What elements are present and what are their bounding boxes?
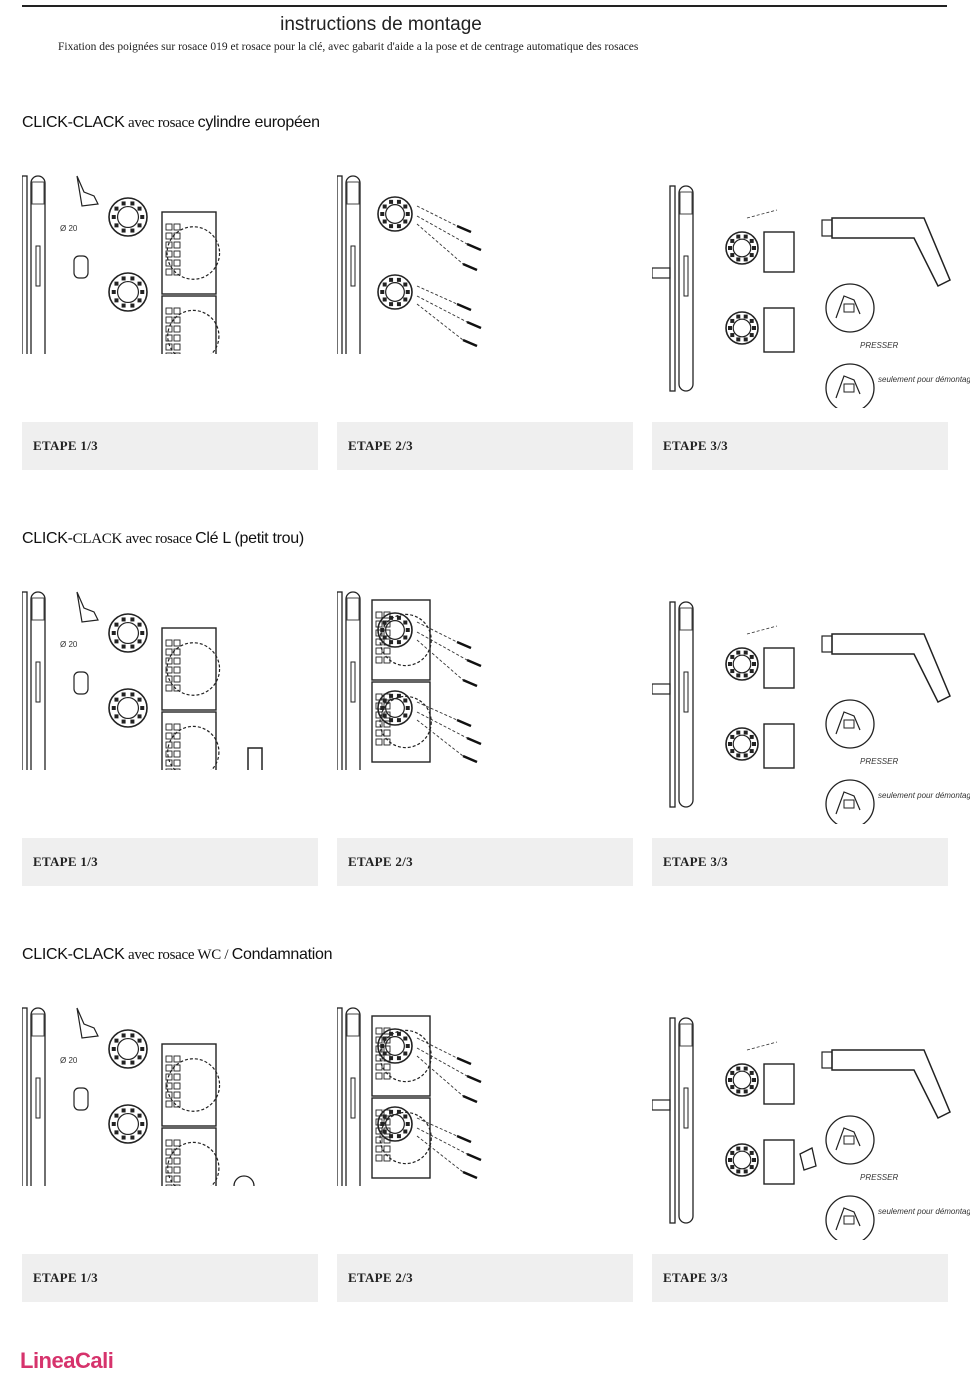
- step-label-bar: ETAPE 1/3: [22, 838, 318, 886]
- section-heading-product: CLICK-CLACK: [22, 946, 125, 963]
- step-label: ETAPE 1/3: [33, 854, 98, 869]
- step-label-bar: ETAPE 2/3: [337, 422, 633, 470]
- step-label-bar: ETAPE 1/3: [22, 1254, 318, 1302]
- step-label-bar: ETAPE 2/3: [337, 1254, 633, 1302]
- step-panel: ETAPE 2/3: [337, 530, 633, 890]
- step-label-bar: ETAPE 3/3: [652, 1254, 948, 1302]
- step-illustration: Ø 20: [22, 175, 221, 354]
- step-label: ETAPE 3/3: [663, 438, 728, 453]
- step-label: ETAPE 3/3: [663, 1270, 728, 1285]
- step-panel: Ø 20 Ø 4 - 5 - 6 - 8E: [22, 946, 318, 1306]
- section-heading-type: Condamnation: [231, 946, 333, 963]
- step-label: ETAPE 3/3: [663, 854, 728, 869]
- section-heading: CLICK-CLACK avec rosace cylindre europée…: [22, 114, 320, 132]
- note-label: seulement pour démontage: [878, 791, 970, 800]
- step-label-bar: ETAPE 3/3: [652, 422, 948, 470]
- section-heading-product: CLICK-: [22, 530, 73, 547]
- step-label: ETAPE 1/3: [33, 438, 98, 453]
- step-illustration: [337, 591, 482, 770]
- step-label-bar: ETAPE 1/3: [22, 422, 318, 470]
- step-panel: ETAPE 2/3: [337, 114, 633, 474]
- step-illustration: [337, 1007, 482, 1186]
- step-label-bar: ETAPE 2/3: [337, 838, 633, 886]
- brand-logo-mark: LineaCali: [20, 1348, 114, 1373]
- step-illustration: [337, 175, 482, 354]
- section-heading: CLICK-CLACK avec rosace WC / Condamnatio…: [22, 946, 333, 964]
- diameter-label: Ø 20: [60, 640, 78, 649]
- section-heading-type: Clé L (petit trou): [195, 530, 304, 547]
- step-panel: Ø 20 ETAPE 1/3: [22, 114, 318, 474]
- svg-text:LineaCali: LineaCali: [20, 1348, 113, 1372]
- step-label-bar: ETAPE 3/3: [652, 838, 948, 886]
- instruction-section: CLICK-CLACK avec rosace WC / Condamnatio…: [0, 946, 970, 1306]
- section-heading-connector: avec rosace WC /: [124, 947, 232, 963]
- section-heading-type: cylindre européen: [197, 114, 320, 131]
- diameter-label: Ø 20: [60, 224, 78, 233]
- section-heading-connector: avec rosace: [124, 115, 198, 131]
- step-label: ETAPE 1/3: [33, 1270, 98, 1285]
- section-heading-product: CLICK-CLACK: [22, 114, 125, 131]
- note-label: seulement pour démontage: [878, 375, 970, 384]
- step-illustration: Ø 20 Ø 4 - 5 - 6 - 8: [22, 1007, 255, 1186]
- section-heading-connector: CLACK avec rosace: [72, 531, 196, 547]
- step-illustration: Ø 20: [22, 591, 263, 770]
- instruction-section: CLICK-CLACK avec rosace cylindre europée…: [0, 114, 970, 474]
- press-label: PRESSER: [860, 757, 898, 766]
- top-rule: [22, 5, 947, 7]
- brand-logo: LineaCali: [20, 1348, 170, 1378]
- step-label: ETAPE 2/3: [348, 438, 413, 453]
- press-label: PRESSER: [860, 1173, 898, 1182]
- section-heading: CLICK-CLACK avec rosace Clé L (petit tro…: [22, 530, 304, 548]
- instruction-section: CLICK-CLACK avec rosace Clé L (petit tro…: [0, 530, 970, 890]
- diameter-label: Ø 20: [60, 1056, 78, 1065]
- step-panel: Ø 20 ETAPE 1/3: [22, 530, 318, 890]
- step-panel: ETAPE 2/3: [337, 946, 633, 1306]
- note-label: seulement pour démontage: [878, 1207, 970, 1216]
- press-label: PRESSER: [860, 341, 898, 350]
- page-title: instructions de montage: [280, 14, 482, 35]
- step-label: ETAPE 2/3: [348, 1270, 413, 1285]
- page-subtitle: Fixation des poignées sur rosace 019 et …: [58, 41, 639, 53]
- step-label: ETAPE 2/3: [348, 854, 413, 869]
